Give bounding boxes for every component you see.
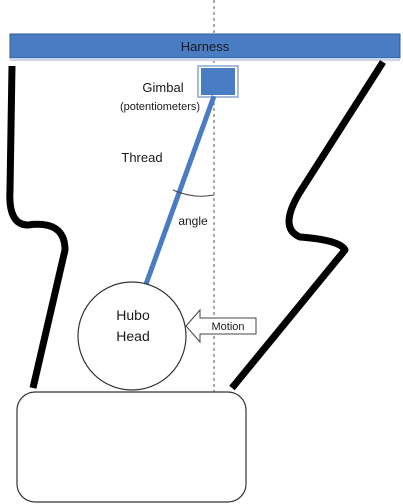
hubo-body bbox=[16, 391, 247, 503]
potentiometers-label: (potentiometers) bbox=[120, 101, 200, 113]
harness-label: Harness bbox=[181, 39, 230, 54]
gimbal-label: Gimbal bbox=[142, 80, 183, 95]
angle-arc bbox=[172, 189, 215, 197]
thread-line bbox=[142, 95, 217, 288]
harness-bar-shadow bbox=[10, 58, 400, 61]
gimbal-block bbox=[201, 68, 235, 95]
thread-label: Thread bbox=[121, 150, 162, 165]
hubo-head-label-line2: Head bbox=[116, 328, 149, 344]
motion-label: Motion bbox=[211, 321, 244, 333]
left-frame-line bbox=[6, 65, 69, 389]
hubo-head-circle bbox=[77, 281, 187, 391]
angle-label: angle bbox=[178, 214, 208, 228]
right-frame-line bbox=[229, 60, 386, 391]
motion-arrow bbox=[185, 308, 257, 344]
hubo-head-label-line1: Hubo bbox=[116, 307, 150, 323]
